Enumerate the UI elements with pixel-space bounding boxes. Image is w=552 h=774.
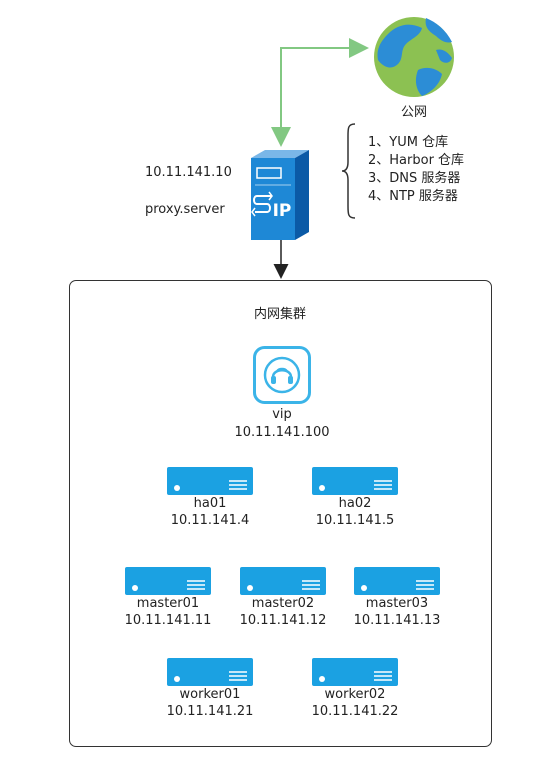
node-ip: 10.11.141.21: [166, 704, 254, 719]
node-name: ha02: [338, 496, 372, 511]
node-ip: 10.11.141.22: [311, 704, 399, 719]
node-master03: master03 10.11.141.13: [352, 567, 442, 629]
server-icon: [312, 658, 398, 686]
node-worker02: worker02 10.11.141.22: [310, 658, 400, 720]
globe-icon: [374, 17, 454, 97]
proxy-ip: 10.11.141.10: [145, 165, 232, 180]
node-ip: 10.11.141.11: [124, 613, 212, 628]
service-harbor: 2、Harbor 仓库: [368, 153, 465, 168]
node-master01: master01 10.11.141.11: [123, 567, 213, 629]
cluster-title: 内网集群: [253, 307, 306, 322]
node-ip: 10.11.141.5: [315, 513, 395, 528]
server-icon: [125, 567, 211, 595]
server-icon: [312, 467, 398, 495]
server-icon: [167, 467, 253, 495]
server-icon: [240, 567, 326, 595]
node-name: master01: [136, 596, 200, 611]
node-name: master02: [251, 596, 315, 611]
vip-name: vip: [272, 407, 292, 422]
node-ip: 10.11.141.4: [170, 513, 250, 528]
internet-label: 公网: [400, 105, 427, 120]
node-ha01: ha01 10.11.141.4: [165, 467, 255, 529]
services-list: 1、YUM 仓库 2、Harbor 仓库 3、DNS 服务器 4、NTP 服务器: [368, 134, 464, 206]
cluster-box: [69, 280, 492, 747]
service-yum: 1、YUM 仓库: [368, 135, 449, 150]
node-name: master03: [365, 596, 429, 611]
ip-badge-text: IP: [273, 201, 292, 221]
node-name: worker02: [324, 687, 386, 702]
vip-ip: 10.11.141.100: [234, 425, 330, 440]
node-ip: 10.11.141.12: [239, 613, 327, 628]
server-icon: [354, 567, 440, 595]
proxy-hostname: proxy.server: [145, 202, 225, 217]
server-icon: [167, 658, 253, 686]
headset-icon: [253, 346, 311, 404]
services-brace: [341, 123, 356, 219]
ip-server-icon: IP: [251, 150, 309, 240]
service-dns: 3、DNS 服务器: [368, 171, 461, 186]
node-ip: 10.11.141.13: [353, 613, 441, 628]
node-name: worker01: [179, 687, 241, 702]
node-ha02: ha02 10.11.141.5: [310, 467, 400, 529]
service-ntp: 4、NTP 服务器: [368, 189, 458, 204]
node-master02: master02 10.11.141.12: [238, 567, 328, 629]
node-name: ha01: [193, 496, 227, 511]
node-worker01: worker01 10.11.141.21: [165, 658, 255, 720]
